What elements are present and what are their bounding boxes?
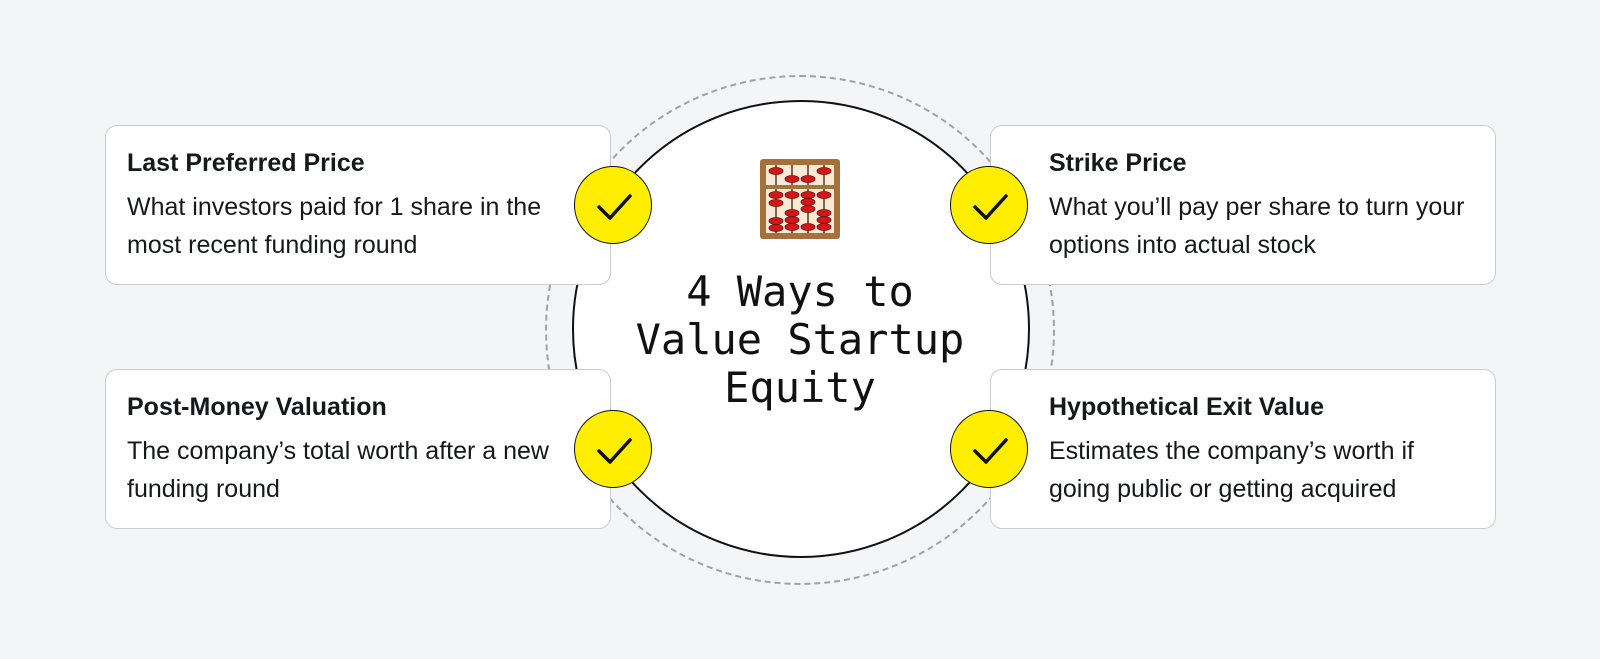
checkmark-icon	[597, 438, 632, 464]
checkmark-badge	[950, 410, 1028, 488]
card-title: Last Preferred Price	[127, 149, 365, 177]
checkmark-badge	[950, 166, 1028, 244]
card-description: Estimates the company’s worth if going p…	[1049, 437, 1414, 503]
checkmark-icon	[973, 438, 1008, 464]
dashed-ring	[545, 75, 1055, 585]
card-hypothetical-exit-value: Hypothetical Exit Value Estimates the co…	[990, 369, 1496, 529]
card-title: Strike Price	[1049, 149, 1187, 177]
center-title: 4 Ways to Value Startup Equity	[635, 267, 965, 412]
checkmark-icon	[973, 194, 1008, 220]
card-description: The company’s total worth after a new fu…	[127, 437, 549, 503]
card-title: Post-Money Valuation	[127, 393, 387, 421]
card-strike-price: Strike Price What you’ll pay per share t…	[990, 125, 1496, 285]
card-description: What you’ll pay per share to turn your o…	[1049, 193, 1465, 259]
checkmark-badge	[574, 410, 652, 488]
checkmark-badge	[574, 166, 652, 244]
card-last-preferred-price: Last Preferred Price What investors paid…	[105, 125, 611, 285]
card-description: What investors paid for 1 share in the m…	[127, 193, 542, 259]
card-title: Hypothetical Exit Value	[1049, 393, 1325, 421]
card-post-money-valuation: Post-Money Valuation The company’s total…	[105, 369, 611, 529]
checkmark-icon	[597, 194, 632, 220]
abacus-icon	[760, 159, 840, 239]
